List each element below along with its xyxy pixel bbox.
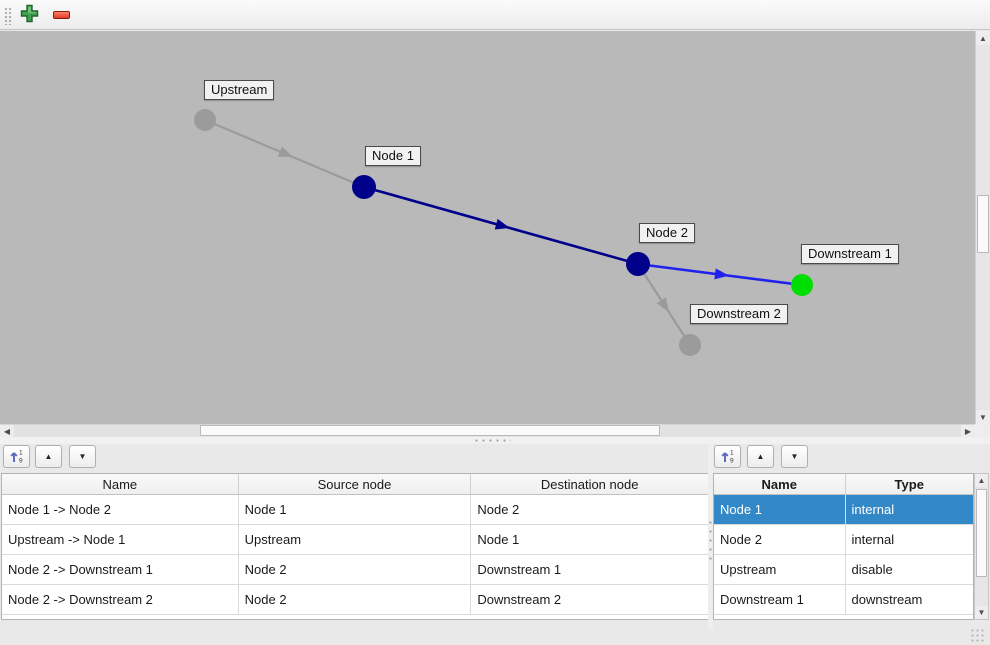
column-header-type[interactable]: Type	[894, 476, 924, 492]
nodes-move-down-button[interactable]: ▼	[781, 445, 808, 468]
main-toolbar	[0, 0, 990, 30]
graph-node-node2[interactable]	[626, 252, 650, 276]
scroll-left-icon[interactable]: ◀	[0, 425, 14, 437]
node-name[interactable]: Downstream 1	[714, 585, 846, 614]
nodes-move-up-button[interactable]: ▲	[747, 445, 774, 468]
nodes-table-row[interactable]: Node 1 internal	[714, 495, 973, 525]
column-header-name[interactable]: Name	[714, 474, 846, 494]
vertical-splitter[interactable]	[708, 444, 713, 630]
scroll-up-icon[interactable]: ▲	[975, 474, 988, 487]
graph-node-downstream2[interactable]	[679, 334, 701, 356]
canvas-vertical-scrollbar[interactable]: ▲ ▼	[975, 31, 990, 424]
move-down-icon: ▼	[78, 452, 87, 461]
move-up-icon: ▲	[756, 452, 765, 461]
graph-node-upstream[interactable]	[194, 109, 216, 131]
edge-arrow-icon	[494, 218, 510, 230]
column-header-source[interactable]: Source node	[239, 474, 472, 494]
node-name[interactable]: Node 2	[714, 525, 846, 554]
vertical-scroll-thumb[interactable]	[977, 195, 989, 253]
move-up-icon: ▲	[44, 452, 53, 461]
nodes-table-scrollbar[interactable]: ▲ ▼	[974, 473, 989, 620]
scroll-right-icon[interactable]: ▶	[961, 425, 975, 437]
edge-arrow-icon	[277, 146, 293, 157]
nodes-table-row[interactable]: Node 2 internal	[714, 525, 973, 555]
edge-arrow-icon	[714, 268, 729, 280]
scrollbar-corner	[975, 424, 990, 437]
nodes-table: Name Type Node 1 internal Node 2 interna…	[713, 473, 974, 620]
move-down-icon: ▼	[790, 452, 799, 461]
node-label-node2[interactable]: Node 2	[639, 223, 695, 243]
sort-ascending-icon: 1 9	[9, 448, 25, 466]
svg-text:1: 1	[730, 449, 734, 456]
edge-source[interactable]: Node 1	[239, 495, 472, 524]
edges-table-row[interactable]: Upstream -> Node 1 Upstream Node 1	[2, 525, 708, 555]
node-label-downstream2[interactable]: Downstream 2	[690, 304, 788, 324]
column-header-name[interactable]: Name	[2, 474, 239, 494]
plus-icon	[20, 4, 39, 26]
splitter-grip-icon	[473, 439, 511, 442]
remove-button[interactable]	[49, 3, 73, 27]
vertical-scroll-thumb[interactable]	[976, 489, 987, 577]
edge-source[interactable]: Node 2	[239, 555, 472, 584]
nodes-table-header: Name Type	[714, 474, 973, 495]
edge-source[interactable]: Upstream	[239, 525, 472, 554]
edge-destination[interactable]: Downstream 2	[477, 592, 562, 607]
edges-table: Name Source node Destination node Node 1…	[1, 473, 709, 620]
splitter-grip-icon	[709, 518, 712, 566]
edge-name[interactable]: Node 1 -> Node 2	[2, 495, 239, 524]
node-type[interactable]: internal	[851, 532, 895, 547]
graph-node-downstream1[interactable]	[791, 274, 813, 296]
node-label-node1[interactable]: Node 1	[365, 146, 421, 166]
edge-destination[interactable]: Node 1	[477, 532, 520, 547]
nodes-sort-button[interactable]: 1 9	[714, 445, 741, 468]
edges-table-header: Name Source node Destination node	[2, 474, 708, 495]
edge-destination[interactable]: Node 2	[477, 502, 520, 517]
scroll-up-icon[interactable]: ▲	[976, 31, 990, 45]
node-name[interactable]: Upstream	[714, 555, 846, 584]
edge-source[interactable]: Node 2	[239, 585, 472, 614]
node-label-upstream[interactable]: Upstream	[204, 80, 275, 100]
minus-icon	[52, 11, 70, 19]
node-label-downstream1[interactable]: Downstream 1	[801, 244, 899, 264]
toolbar-grip[interactable]	[4, 7, 12, 25]
edge-name[interactable]: Upstream -> Node 1	[2, 525, 239, 554]
edges-table-row[interactable]: Node 2 -> Downstream 2 Node 2 Downstream…	[2, 585, 708, 615]
scroll-down-icon[interactable]: ▼	[976, 410, 990, 424]
edges-table-row[interactable]: Node 1 -> Node 2 Node 1 Node 2	[2, 495, 708, 525]
edges-move-up-button[interactable]: ▲	[35, 445, 62, 468]
edges-table-row[interactable]: Node 2 -> Downstream 1 Node 2 Downstream…	[2, 555, 708, 585]
graph-node-node1[interactable]	[352, 175, 376, 199]
window-resize-grip[interactable]	[969, 627, 986, 642]
edge-arrow-icon	[656, 297, 669, 313]
svg-text:1: 1	[19, 449, 23, 456]
edges-sort-button[interactable]: 1 9	[3, 445, 30, 468]
node-type[interactable]: downstream	[851, 592, 923, 607]
node-type[interactable]: internal	[851, 502, 895, 517]
nodes-table-row[interactable]: Downstream 1 downstream	[714, 585, 973, 615]
nodes-table-row[interactable]: Upstream disable	[714, 555, 973, 585]
edge-destination[interactable]: Downstream 1	[477, 562, 562, 577]
svg-text:9: 9	[730, 457, 734, 464]
sort-ascending-icon: 1 9	[720, 448, 736, 466]
edge-name[interactable]: Node 2 -> Downstream 1	[2, 555, 239, 584]
node-type[interactable]: disable	[851, 562, 893, 577]
column-header-destination[interactable]: Destination node	[540, 476, 639, 492]
horizontal-scroll-thumb[interactable]	[200, 425, 660, 436]
scroll-down-icon[interactable]: ▼	[975, 606, 988, 619]
edges-move-down-button[interactable]: ▼	[69, 445, 96, 468]
edge-name[interactable]: Node 2 -> Downstream 2	[2, 585, 239, 614]
horizontal-splitter[interactable]	[0, 437, 990, 444]
canvas-horizontal-scrollbar[interactable]: ◀ ▶	[0, 424, 975, 437]
svg-text:9: 9	[19, 457, 23, 464]
node-name[interactable]: Node 1	[714, 495, 846, 524]
add-button[interactable]	[17, 3, 41, 27]
graph-svg	[194, 109, 813, 356]
